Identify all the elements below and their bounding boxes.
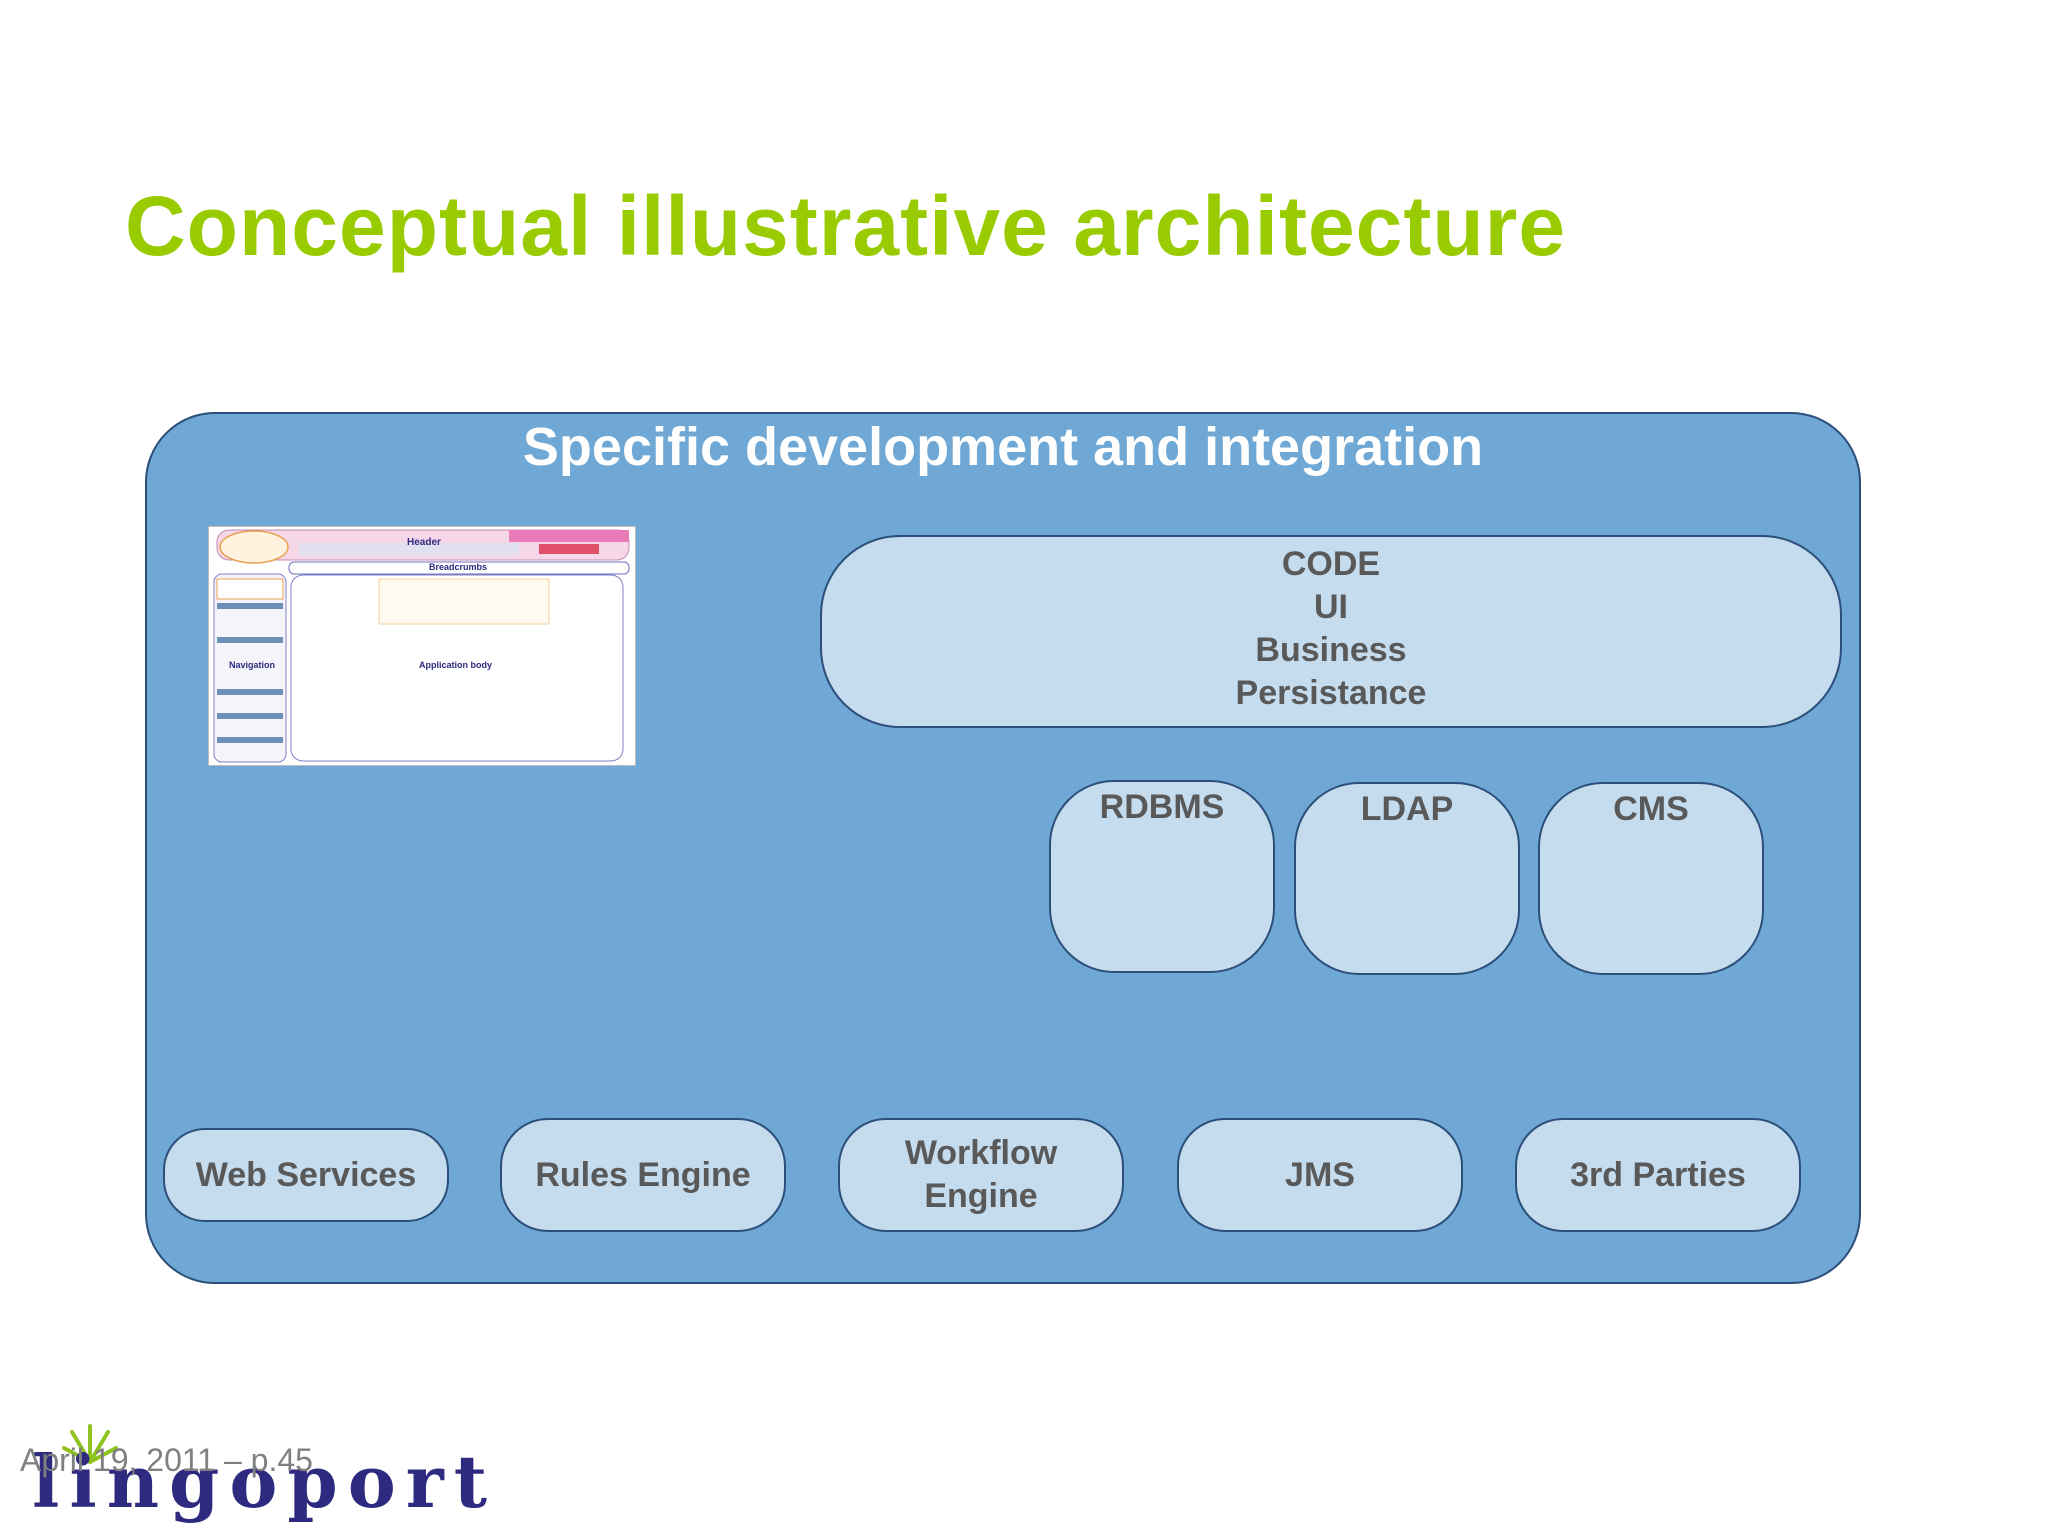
rules-engine-box: Rules Engine <box>500 1118 786 1232</box>
ui-label: UI <box>1314 588 1348 626</box>
workflow-label-line2: Engine <box>924 1177 1038 1215</box>
code-label: CODE <box>1281 545 1381 583</box>
rdbms-box: RDBMS <box>1049 780 1275 973</box>
slide-title: Conceptual illustrative architecture <box>125 179 1567 273</box>
ui-mockup-thumbnail: Header Breadcrumbs Navigation Applicatio… <box>208 526 636 766</box>
jms-label: JMS <box>1285 1155 1355 1194</box>
mockup-header-label: Header <box>407 537 441 548</box>
mockup-navigation-label: Navigation <box>229 660 276 670</box>
cms-label: CMS <box>1613 790 1689 828</box>
workflow-label-line1: Workflow <box>904 1134 1058 1172</box>
web-services-box: Web Services <box>163 1128 449 1222</box>
cms-box: CMS <box>1538 782 1764 975</box>
rules-engine-label: Rules Engine <box>535 1155 751 1194</box>
lingoport-sun-icon <box>62 1424 118 1464</box>
third-parties-label: 3rd Parties <box>1570 1155 1746 1194</box>
ldap-box: LDAP <box>1294 782 1520 975</box>
workflow-engine-box: Workflow Engine <box>838 1118 1124 1232</box>
ui-mockup-drawing <box>213 529 630 763</box>
third-parties-box: 3rd Parties <box>1515 1118 1801 1232</box>
lingoport-logo: lingoport <box>32 1439 497 1524</box>
ldap-label: LDAP <box>1360 790 1454 828</box>
code-layers-box: CODE UI Business Persistance <box>820 535 1842 728</box>
jms-box: JMS <box>1177 1118 1463 1232</box>
mockup-body-label: Application body <box>419 660 492 670</box>
web-services-label: Web Services <box>195 1155 417 1194</box>
persistance-label: Persistance <box>1235 674 1427 712</box>
mockup-breadcrumbs-label: Breadcrumbs <box>429 562 488 572</box>
footer-date: April 19, 2011 – p.45 <box>20 1442 313 1478</box>
rdbms-label: RDBMS <box>1099 788 1225 826</box>
integration-label: Specific development and integration <box>522 417 1484 477</box>
business-label: Business <box>1255 631 1407 669</box>
